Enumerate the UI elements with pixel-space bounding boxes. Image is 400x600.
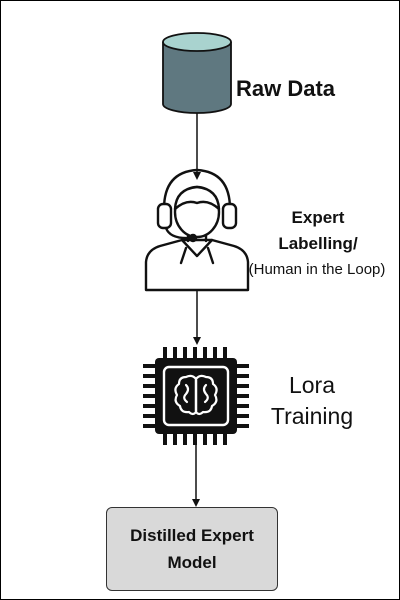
lora-training-label: Lora Training <box>270 372 354 429</box>
headset-person-icon <box>144 168 250 292</box>
raw-data-label: Raw Data <box>236 76 336 101</box>
distilled-model-node: Distilled Expert Model <box>106 507 278 591</box>
expert-labelling-title: Expert Labelling/ <box>278 208 358 253</box>
expert-labelling-subtitle: (Human in the Loop) <box>248 261 386 278</box>
ai-chip-icon <box>143 347 249 445</box>
distilled-model-label: Distilled Expert Model <box>130 526 254 572</box>
database-icon <box>162 32 232 114</box>
